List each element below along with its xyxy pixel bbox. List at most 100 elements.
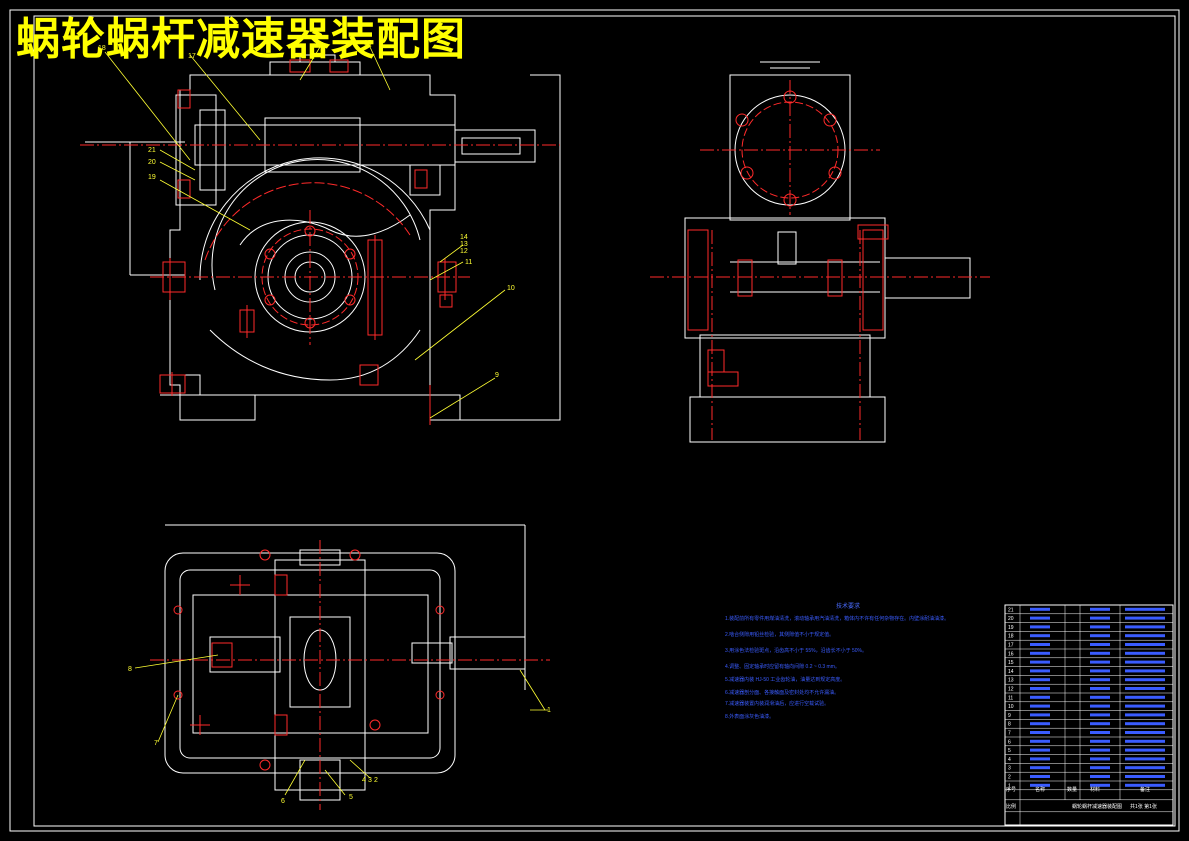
bom-cell-text [1030,704,1050,708]
bom-header-name: 名称 [1035,786,1045,793]
front-view-details [80,59,560,425]
bom-cell-text [1125,766,1165,770]
part-label: 8 [128,666,132,673]
bom-row-number: 6 [1008,739,1011,745]
part-label: 5 [349,794,353,801]
bom-row-number: 18 [1008,634,1014,640]
bom-cell-text [1090,660,1110,664]
bom-cell-text [1090,783,1110,787]
bom-cell-text [1030,783,1050,787]
bom-row-number: 20 [1008,616,1014,622]
bom-row-number: 4 [1008,757,1011,763]
bom-cell-text [1030,713,1050,717]
technical-requirements: 技术要求 1.装配前所有零件用煤油清洗，滚动轴承用汽油清洗，箱体内不许有任何杂物… [725,602,949,720]
tech-line: 6.减速器剖分面、各接触面及密封处均不允许漏油。 [725,689,839,696]
tech-line: 1.装配前所有零件用煤油清洗，滚动轴承用汽油清洗，箱体内不许有任何杂物存在。内壁… [725,615,949,622]
bom-cell-text [1125,748,1165,752]
part-label: 17 [188,53,196,60]
bom-cell-text [1090,687,1110,690]
part-label: 19 [148,174,156,181]
bom-cell-text [1090,643,1110,646]
bom-cell-text [1030,669,1050,673]
part-label: 11 [465,259,472,266]
tech-line: 8.外表面涂灰色油漆。 [725,713,774,720]
tech-line: 4.调整、固定轴承时应留有轴向间隙 0.2 ~ 0.3 mm。 [725,663,840,670]
bom-cell-text [1125,775,1165,778]
front-view [85,54,561,421]
bom-row-number: 1 [1008,783,1011,789]
bom-row-number: 2 [1008,775,1011,781]
bom-cell-text [1090,713,1110,717]
bom-row-number: 3 [1008,766,1011,772]
drawing-border-outer [9,9,1180,832]
part-label: 20 [148,159,156,166]
bom-cell-text [1030,731,1050,734]
bom-cell-text [1030,739,1050,743]
part-label: 12 [460,248,468,255]
bom-cell-text [1125,757,1165,761]
part-label: 1 [547,707,551,714]
tech-heading: 技术要求 [836,602,860,610]
bom-row-number: 13 [1008,678,1014,684]
part-label: 15 [364,40,372,47]
bom-cell-text [1125,643,1165,646]
bom-cell-text [1090,748,1110,752]
bom-cell-text [1125,651,1165,655]
bom-cell-text [1125,704,1165,708]
bom-cell-text [1090,607,1110,611]
bom-row-number: 21 [1008,607,1014,613]
bom-cell-text [1090,651,1110,655]
tech-line: 5.减速器内装 HJ-50 工业齿轮油，油量达到规定高度。 [725,676,845,683]
bom-row-number: 12 [1008,687,1014,693]
bom-drawing-name: 蜗轮蜗杆减速器装配图 [1072,803,1122,810]
bom-cell-text [1090,757,1110,761]
bom-cell-text [1125,687,1165,690]
bom-sheet-label: 共1张 第1张 [1130,803,1157,810]
bom-cell-text [1090,625,1110,629]
bom-cell-text [1030,687,1050,690]
bom-row-number: 19 [1008,625,1014,631]
tech-line: 2.啮合侧隙用铅丝检验，其侧隙值不小于规定值。 [725,631,834,638]
bom-header-qty: 数量 [1067,786,1077,793]
bom-cell-text [1030,625,1050,629]
bom-cell-text [1090,739,1110,743]
bom-row-number: 15 [1008,660,1014,666]
tech-line: 7.减速器装置内装润滑油后，应进行空载试验。 [725,700,829,707]
bom-header-material: 材料 [1090,786,1100,793]
bom-cell-text [1030,748,1050,752]
bom-header-remark: 备注 [1140,786,1150,793]
bom-cell-text [1030,660,1050,664]
bom-cell-text [1125,634,1165,638]
bom-cell-text [1125,669,1165,673]
bom-cell-text [1090,616,1110,620]
bom-row-number: 7 [1008,731,1011,737]
bom-cell-text [1090,634,1110,638]
bom-cell-text [1125,607,1165,611]
top-view-details [150,540,550,810]
tech-line: 3.用涂色法检验斑点，沿齿高不小于 55%，沿齿长不小于 50%。 [725,647,867,654]
bom-cell-text [1090,669,1110,673]
bom-row-number: 9 [1008,713,1011,719]
bom-row-number: 16 [1008,651,1014,657]
bom-cell-text [1030,757,1050,761]
bom-cell-text [1090,766,1110,770]
bom-cell-text [1125,625,1165,629]
bom-row-number: 10 [1008,704,1014,710]
bom-row-number: 14 [1008,669,1014,675]
bom-cell-text [1090,731,1110,734]
bom-cell-text [1090,722,1110,726]
bom-cell-text [1030,651,1050,655]
part-label: 13 [460,241,468,248]
bom-cell-text [1090,695,1110,699]
part-label: 16 [316,42,324,49]
side-view [684,61,971,443]
bom-cell-text [1125,731,1165,734]
part-label: 21 [148,147,156,154]
bom-cell-text [1090,678,1110,682]
top-view [164,524,526,801]
part-label: 2 [374,777,378,784]
drawing-title: 蜗轮蜗杆减速器装配图 [16,14,466,65]
bom-cell-text [1030,678,1050,682]
front-view-label-group: 18 17 16 15 21 20 19 14 13 12 11 10 9 [98,40,515,379]
